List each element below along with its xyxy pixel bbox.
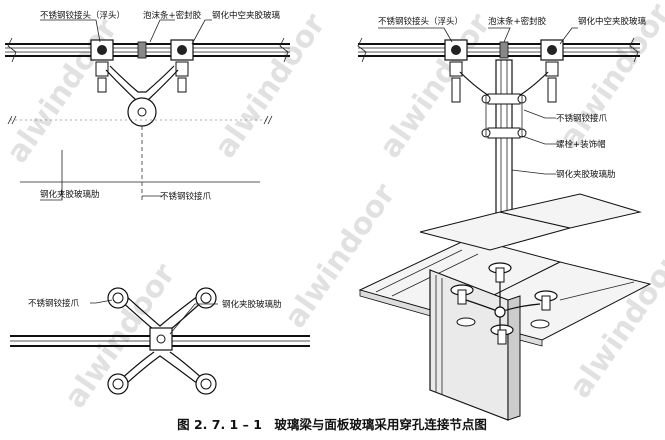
label-glass-rib: 钢化夹胶玻璃肋 [40,189,100,200]
claw-disc [107,373,129,395]
elevation-view-bottom-left: 不锈钢铰接爪 钢化夹胶玻璃肋 [10,287,310,395]
fitting-right [170,39,194,93]
isometric-view-bottom-right [358,193,652,421]
label-insulated-glass: 钢化中空夹胶玻璃 [212,10,281,21]
label-claw: 不锈钢铰接爪 [160,191,212,202]
label-glass-rib: 钢化夹胶玻璃肋 [556,169,616,180]
claw-disc [195,287,217,309]
watermark: alwindoor [208,7,333,164]
iso-fitting [456,317,476,327]
iso-fitting [530,319,550,329]
label-foam-sealant: 泡沫条+密封胶 [488,16,547,27]
iso-fitting [450,284,474,305]
label-claw: 不锈钢铰接爪 [28,298,80,309]
label-foam-sealant: 泡沫条+密封胶 [143,10,202,21]
claw-disc [195,373,217,395]
label-insulated-glass: 钢化中空夹胶玻璃 [578,16,647,27]
label-joint: 不锈钢铰接头（浮头） [378,16,463,27]
label-joint: 不锈钢铰接头（浮头） [40,10,125,21]
watermark: alwindoor [373,7,498,164]
figure-caption: 图 2. 7. 1 – 1 玻璃梁与面板玻璃采用穿孔连接节点图 [177,417,487,432]
iso-fitting [488,262,512,283]
watermark: alwindoor [278,177,403,334]
label-claw: 不锈钢铰接爪 [556,113,608,124]
fitting-left [90,39,114,93]
label-glass-rib: 钢化夹胶玻璃肋 [222,299,282,310]
iso-fitting [490,324,514,345]
plan-view-top-left: 不锈钢铰接头（浮头） 泡沫条+密封胶 钢化中空夹胶玻璃 钢化夹胶玻璃肋 不锈钢铰… [5,10,290,202]
claw-disc [107,287,129,309]
label-bolt-cap: 螺栓+装饰帽 [556,139,606,150]
section-view-top-right: 不锈钢铰接头（浮头） 泡沫条+密封胶 钢化中空夹胶玻璃 不锈钢铰接爪 螺栓+装饰… [357,16,647,221]
iso-fitting [534,290,558,311]
